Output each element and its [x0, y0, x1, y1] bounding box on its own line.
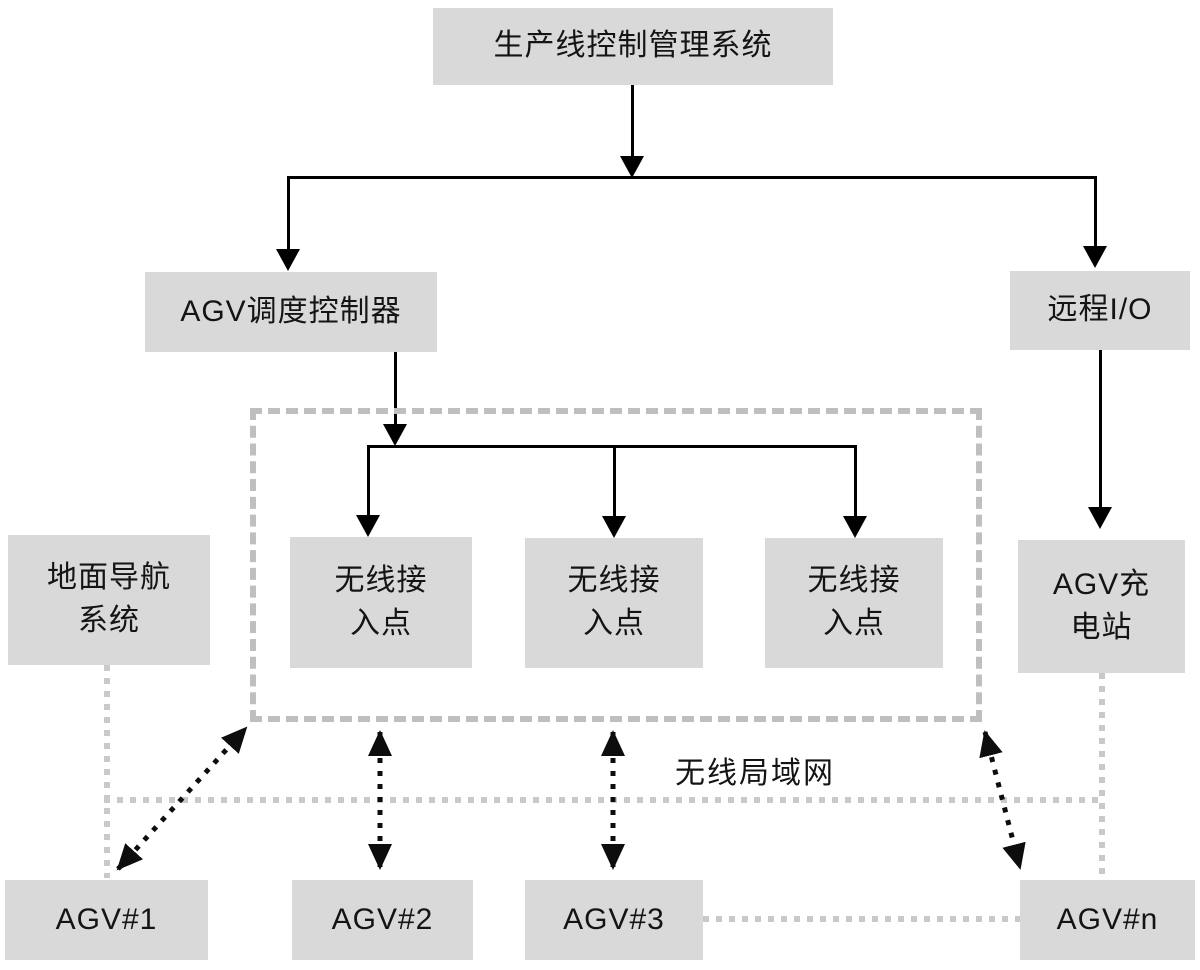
node-remote-io: 远程I/O — [1010, 271, 1190, 350]
connector-branch-right — [1094, 176, 1097, 247]
connector-branch-left — [287, 176, 290, 250]
node-wireless-access-point-3: 无线接 入点 — [765, 538, 943, 668]
arrowhead-top-junction — [620, 156, 644, 178]
arrowhead-into-charging-station — [1088, 507, 1112, 529]
node-agv-3: AGV#3 — [525, 880, 703, 960]
wlan-label: 无线局域网 — [675, 757, 835, 790]
connector-ap2-drop — [613, 445, 616, 516]
arrowhead-ap-junction — [383, 424, 407, 446]
arrowhead-into-ap1 — [356, 515, 380, 537]
node-agv-1: AGV#1 — [5, 880, 208, 960]
dotted-line-horizontal-bus — [104, 797, 1102, 803]
node-wireless-access-point-2: 无线接 入点 — [525, 538, 703, 668]
connector-top-branch — [288, 176, 1096, 179]
connector-ap-branch — [368, 445, 857, 448]
wlan-boundary-box — [250, 408, 982, 722]
node-agv-2: AGV#2 — [292, 880, 473, 960]
connector-ap3-drop — [854, 445, 857, 516]
connector-dispatcher-down — [394, 352, 397, 425]
connector-top-trunk — [631, 85, 634, 157]
arrowhead-into-dispatch-controller — [276, 249, 300, 271]
dotted-line-charging-to-agvn — [1099, 673, 1105, 888]
node-production-control-system: 生产线控制管理系统 — [433, 8, 833, 85]
node-ground-navigation-system: 地面导航 系统 — [8, 535, 210, 665]
arrowhead-into-ap3 — [843, 516, 867, 538]
node-agv-dispatch-controller: AGV调度控制器 — [145, 272, 437, 352]
connector-remoteio-charging — [1099, 350, 1102, 508]
dotted-line-groundnav-to-agv1 — [104, 665, 110, 878]
connector-ap1-drop — [367, 445, 370, 516]
arrowhead-into-remote-io — [1083, 246, 1107, 268]
arrowhead-into-ap2 — [602, 516, 626, 538]
node-wireless-access-point-1: 无线接 入点 — [290, 537, 472, 668]
node-agv-charging-station: AGV充 电站 — [1018, 540, 1185, 673]
dotted-line-agv3-to-agvn — [703, 916, 1020, 922]
node-agv-n: AGV#n — [1020, 880, 1195, 960]
